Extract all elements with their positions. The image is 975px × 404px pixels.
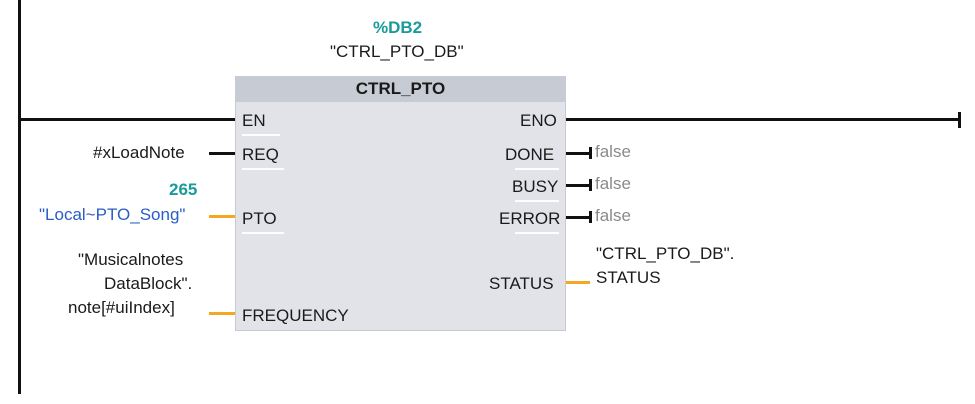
busy-wire [566, 184, 590, 187]
instance-db-name[interactable]: "CTRL_PTO_DB" [330, 42, 464, 61]
frequency-operand-line1[interactable]: "Musicalnotes [78, 250, 184, 269]
busy-terminator [589, 179, 592, 191]
function-block[interactable] [235, 76, 566, 331]
frequency-operand-line2[interactable]: DataBlock". [104, 274, 193, 293]
pin-eno[interactable]: ENO [520, 111, 557, 130]
pin-done[interactable]: DONE [505, 145, 555, 164]
pin-error-underline [515, 232, 559, 234]
pin-done-underline [515, 168, 559, 170]
pto-operand[interactable]: "Local~PTO_Song" [39, 205, 186, 224]
pin-frequency[interactable]: FREQUENCY [242, 306, 349, 325]
frequency-wire [209, 312, 235, 315]
done-terminator [589, 147, 592, 159]
status-operand-line1[interactable]: "CTRL_PTO_DB". [596, 244, 735, 263]
function-block-title[interactable]: CTRL_PTO [235, 76, 566, 102]
en-wire [20, 118, 235, 121]
pin-req-underline [242, 168, 284, 170]
instance-db-address[interactable]: %DB2 [373, 18, 423, 37]
done-wire [566, 152, 590, 155]
pin-pto[interactable]: PTO [242, 209, 277, 228]
error-terminator [589, 211, 592, 223]
done-value: false [595, 142, 631, 161]
pin-busy-underline [515, 200, 559, 202]
frequency-operand-line3[interactable]: note[#uiIndex] [68, 298, 175, 317]
status-wire [566, 281, 590, 284]
pto-wire [209, 215, 235, 218]
error-value: false [595, 206, 631, 225]
pin-status[interactable]: STATUS [489, 274, 554, 293]
eno-wire [566, 118, 960, 121]
status-operand-line2[interactable]: STATUS [596, 268, 661, 287]
req-operand[interactable]: #xLoadNote [93, 143, 185, 162]
left-power-rail [18, 0, 21, 394]
pin-req[interactable]: REQ [242, 145, 279, 164]
pin-en[interactable]: EN [242, 111, 266, 130]
busy-value: false [595, 174, 631, 193]
pto-value: 265 [169, 180, 198, 199]
pin-en-underline [242, 134, 280, 136]
error-wire [566, 216, 590, 219]
pin-busy[interactable]: BUSY [512, 177, 559, 196]
req-wire [209, 152, 235, 155]
pin-pto-underline [242, 232, 284, 234]
pin-error[interactable]: ERROR [499, 209, 561, 228]
